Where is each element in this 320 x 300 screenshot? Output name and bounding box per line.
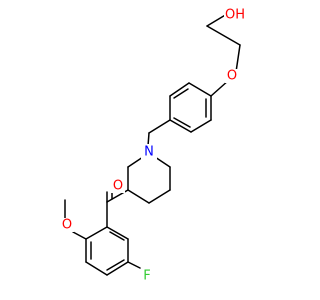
bond-c3-c4: [127, 189, 150, 204]
bond-ringA-4: [169, 119, 192, 133]
bond-aryl-omethoxy: [72, 231, 87, 240]
piperidine-nitrogen-text: N: [144, 145, 154, 160]
atom-labels: OH O N O O F: [60, 8, 246, 284]
methoxy-oxygen-label: O: [60, 218, 74, 233]
piperidine-nitrogen-label: N: [141, 144, 157, 160]
bond-ringA-double-1: [173, 88, 189, 99]
bond-ringB-double-1: [109, 231, 125, 241]
bond-ringA-5: [190, 119, 212, 133]
ether-oxygen-label: O: [225, 69, 239, 84]
fluorine-text: F: [143, 269, 150, 284]
bond-aryl-ch2: [148, 119, 171, 134]
carbonyl-oxygen-text: O: [113, 179, 123, 194]
bond-ringA-double-2: [173, 117, 191, 128]
bond-ch2-n: [147, 132, 150, 147]
bond-ho-ch2: [206, 13, 228, 27]
molecule-structure-diagram: OH O N O O F: [60, 8, 246, 284]
bond-c6-n: [154, 156, 171, 168]
hydroxyl-label: OH: [224, 8, 246, 23]
bond-ringB-1: [106, 226, 129, 240]
carbonyl-oxygen-label: O: [111, 179, 125, 194]
bond-aryl-f: [127, 261, 141, 269]
bonds: [64, 13, 241, 276]
bond-n-c2: [127, 156, 144, 168]
bond-ringA-1: [188, 82, 212, 97]
bond-ringB-double-2: [106, 259, 125, 271]
bond-ch2-ch2: [206, 25, 241, 46]
bond-c4-c5: [148, 189, 171, 204]
methoxy-oxygen-text: O: [62, 218, 72, 233]
hydroxyl-text: OH: [225, 8, 245, 23]
bond-ringB-3: [106, 261, 129, 276]
ether-oxygen-text: O: [227, 69, 237, 84]
bond-ch2-oether: [235, 44, 241, 73]
bond-ringB-4: [85, 261, 108, 276]
bond-ringA-2: [169, 82, 190, 97]
bond-ringB-6: [85, 226, 108, 240]
fluorine-label: F: [140, 269, 154, 284]
